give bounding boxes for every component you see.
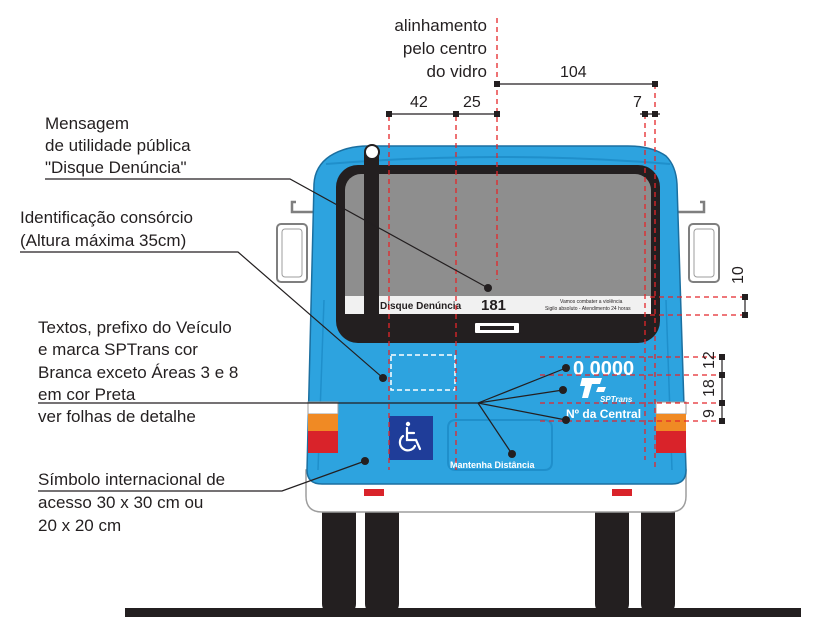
access-line-2: acesso 30 x 30 cm ou bbox=[38, 493, 203, 512]
bumper-lamp-left bbox=[364, 489, 384, 496]
dimension-lines bbox=[388, 18, 745, 470]
wheel-right-inner bbox=[595, 486, 629, 614]
public-message-line-1: Mensagem bbox=[45, 114, 129, 133]
consortium-line-2: (Altura máxima 35cm) bbox=[20, 231, 186, 250]
disque-number: 181 bbox=[481, 297, 506, 314]
dim-9: 9 bbox=[701, 409, 718, 418]
rear-window-glass bbox=[345, 174, 651, 314]
center-align-line-1: alinhamento bbox=[394, 16, 487, 35]
keep-distance-text: Mantenha Distância bbox=[450, 460, 536, 470]
dim-12: 12 bbox=[701, 351, 718, 369]
texts-line-5: ver folhas de detalhe bbox=[38, 407, 196, 426]
fleet-number: 0 0000 bbox=[573, 358, 634, 380]
center-align-note: alinhamento pelo centro do vidro bbox=[394, 16, 487, 81]
antenna-tip bbox=[364, 144, 380, 160]
sptrans-logo-icon bbox=[580, 378, 606, 398]
disque-small-line-1: Vamos combater a violência bbox=[560, 299, 623, 305]
wheel-left-outer bbox=[322, 486, 356, 614]
public-message-note: Mensagem de utilidade pública "Disque De… bbox=[45, 114, 191, 177]
texts-line-4: em cor Preta bbox=[38, 385, 136, 404]
access-line-3: 20 x 20 cm bbox=[38, 516, 121, 535]
access-symbol-note: Símbolo internacional de acesso 30 x 30 … bbox=[38, 470, 225, 535]
central-number: Nº da Central bbox=[566, 407, 641, 421]
rear-lights-left bbox=[307, 401, 339, 453]
sptrans-logo-text: SPTrans bbox=[600, 395, 633, 404]
consortium-note: Identificação consórcio (Altura máxima 3… bbox=[20, 208, 193, 250]
dim-10: 10 bbox=[730, 266, 747, 284]
rear-lights-right bbox=[655, 401, 687, 453]
engine-hatch bbox=[447, 419, 553, 471]
texts-line-2: e marca SPTrans cor bbox=[38, 340, 198, 359]
texts-line-3: Branca exceto Áreas 3 e 8 bbox=[38, 363, 238, 382]
texts-line-1: Textos, prefixo do Veículo bbox=[38, 318, 232, 337]
accessibility-symbol bbox=[389, 416, 433, 460]
consortium-id-area bbox=[390, 354, 456, 391]
dim-42: 42 bbox=[410, 94, 428, 111]
wheels bbox=[322, 486, 675, 614]
antenna-pole bbox=[364, 152, 379, 324]
texts-note: Textos, prefixo do Veículo e marca SPTra… bbox=[38, 318, 238, 426]
center-align-line-3: do vidro bbox=[427, 62, 487, 81]
disque-label: Disque Denúncia bbox=[380, 301, 462, 312]
public-message-line-2: de utilidade pública bbox=[45, 136, 191, 155]
center-align-line-2: pelo centro bbox=[403, 39, 487, 58]
disque-strip bbox=[345, 296, 651, 314]
wheelchair-icon bbox=[398, 421, 422, 452]
disque-small-line-2: Sigilo absoluto - Atendimento 24 horas bbox=[545, 306, 631, 312]
dim-7: 7 bbox=[633, 94, 642, 111]
leader-lines bbox=[20, 178, 570, 492]
dim-104: 104 bbox=[560, 64, 587, 81]
wheel-left-inner bbox=[365, 486, 399, 614]
mirror-right bbox=[676, 200, 720, 283]
consortium-line-1: Identificação consórcio bbox=[20, 208, 193, 227]
public-message-line-3: "Disque Denúncia" bbox=[45, 158, 187, 177]
access-line-1: Símbolo internacional de bbox=[38, 470, 225, 489]
bumper-lamp-right bbox=[612, 489, 632, 496]
wheel-right-outer bbox=[641, 486, 675, 614]
dim-25: 25 bbox=[463, 94, 481, 111]
mirror-left bbox=[276, 200, 320, 283]
measurement-ticks bbox=[386, 81, 748, 424]
dim-18: 18 bbox=[701, 379, 718, 397]
ground-line bbox=[125, 608, 801, 617]
